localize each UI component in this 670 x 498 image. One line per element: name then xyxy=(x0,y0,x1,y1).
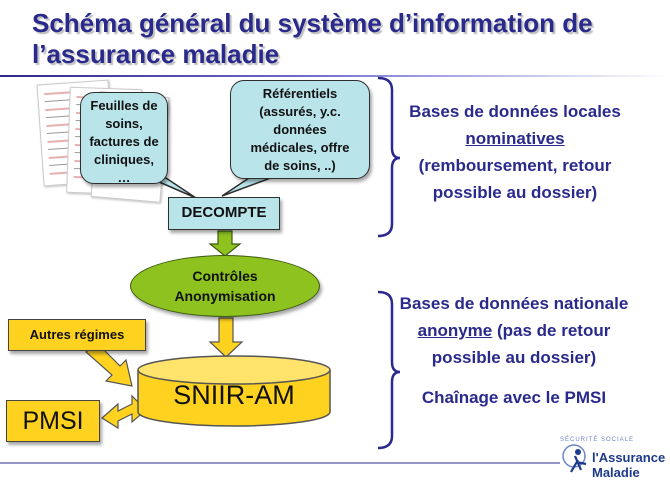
logo-line-2: Maladie xyxy=(592,465,640,480)
sniiram-database-cylinder xyxy=(137,355,331,427)
bracket-local xyxy=(377,76,401,238)
assurance-maladie-logo: l'Assurance Maladie xyxy=(592,450,668,480)
local-line-2: nominatives xyxy=(465,129,565,148)
callout-referentiels: Référentiels (assurés, y.c. données médi… xyxy=(230,80,370,179)
controles-line-2: Anonymisation xyxy=(174,288,276,304)
feuilles-line-4: cliniques, xyxy=(94,152,154,167)
feuilles-line-2: soins, xyxy=(105,116,143,131)
local-line-1: Bases de données locales xyxy=(409,102,621,121)
annotation-national-database: Bases de données nationale anonyme (pas … xyxy=(388,290,640,371)
logo-small-text: SÉCURITÉ SOCIALE xyxy=(560,437,635,443)
arrow-controles-to-sniiram xyxy=(208,317,244,358)
local-line-3: (remboursement, retour xyxy=(418,156,612,175)
callout-tail-referentiels xyxy=(221,175,277,197)
referentiels-line-3: données xyxy=(273,122,327,137)
nationale-line-1: Bases de données nationale xyxy=(399,294,629,313)
bracket-nationale xyxy=(377,290,401,450)
nationale-line-3: possible au dossier) xyxy=(431,348,597,367)
feuilles-line-1: Feuilles de xyxy=(90,98,158,113)
controles-line-1: Contrôles xyxy=(192,268,258,284)
logo-line-1: l'Assurance xyxy=(592,450,666,465)
referentiels-line-5: de soins, ..) xyxy=(264,158,336,173)
title-underline xyxy=(0,75,670,77)
autres-regimes-box: Autres régimes xyxy=(8,319,146,351)
referentiels-line-2: (assurés, y.c. xyxy=(259,104,341,119)
sniiram-label: SNIIR-AM xyxy=(173,380,295,410)
callout-feuilles-de-soins: Feuilles de soins, factures de cliniques… xyxy=(80,92,168,185)
feuilles-line-5: … xyxy=(117,170,131,185)
pmsi-box: PMSI xyxy=(6,400,100,442)
page-title: Schéma général du système d’information … xyxy=(32,8,652,70)
referentiels-line-1: Référentiels xyxy=(262,86,338,101)
arrow-decompte-to-controles xyxy=(208,230,242,257)
annotation-chainage-pmsi: Chaînage avec le PMSI xyxy=(421,388,607,407)
referentiels-line-4: médicales, offre xyxy=(250,140,350,155)
local-line-4: possible au dossier) xyxy=(432,183,598,202)
controles-anonymisation-ellipse: Contrôles Anonymisation xyxy=(130,255,320,317)
title-line-2: l’assurance maladie xyxy=(32,39,280,69)
assurance-maladie-logo-mark xyxy=(562,444,587,473)
title-line-1: Schéma général du système d’information … xyxy=(32,8,593,38)
nationale-line-2-rest: (pas de retour xyxy=(492,321,611,340)
nationale-anonyme: anonyme xyxy=(417,321,493,340)
decompte-box: DECOMPTE xyxy=(168,197,280,230)
nationale-line-2: anonyme (pas de retour xyxy=(388,317,640,344)
feuilles-line-3: factures de xyxy=(89,134,159,149)
annotation-local-databases: Bases de données locales nominatives (re… xyxy=(395,98,635,206)
